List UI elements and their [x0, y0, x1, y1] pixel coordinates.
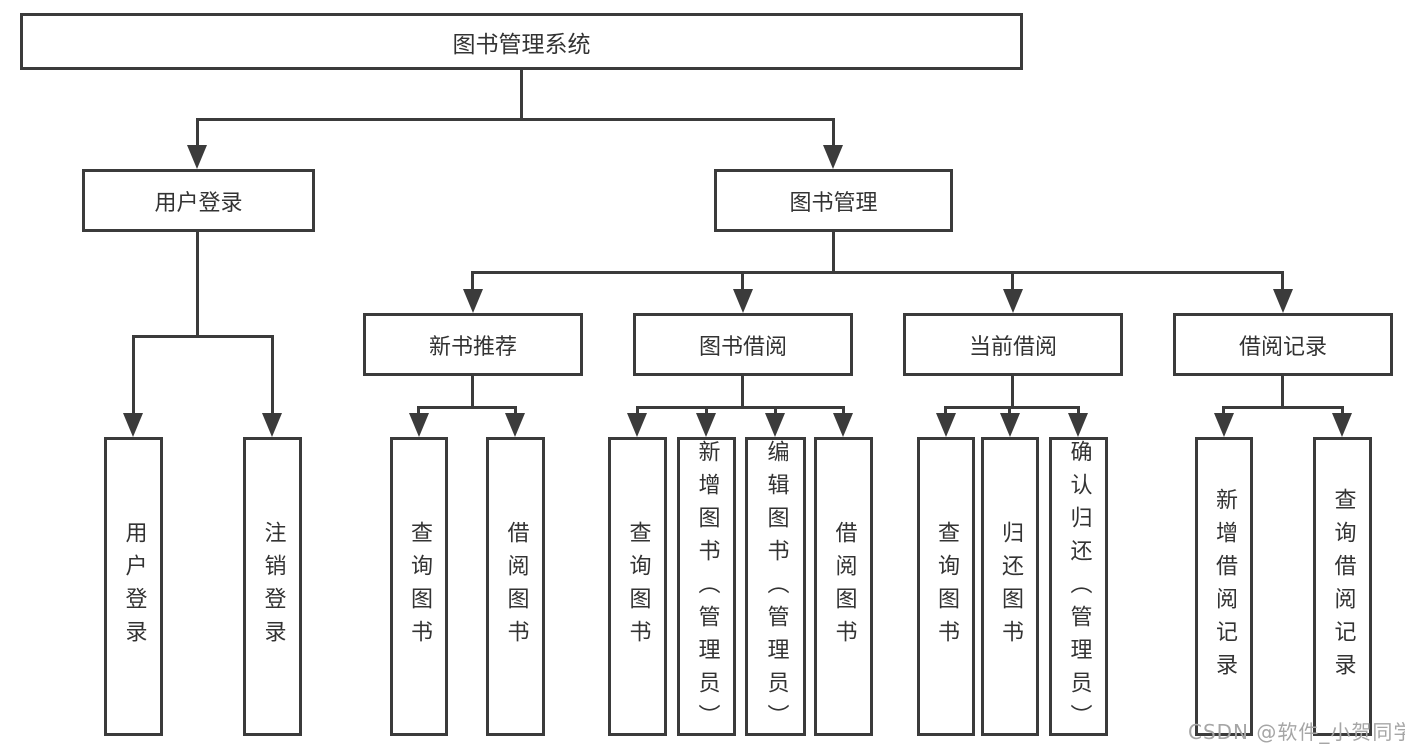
connector-to-new-book: [471, 271, 474, 295]
node-book-management-label: 图书管理: [789, 190, 878, 216]
arrowhead-bb-leaf3: [765, 413, 785, 437]
connector-current-borrow-stem: [1011, 375, 1014, 408]
connector-to-leaf-logout: [271, 335, 274, 419]
connector-bb-leaf1: [636, 406, 639, 419]
leaf-br-add-record-label: 新增借阅记录: [1212, 487, 1237, 686]
connector-to-user-login: [196, 118, 199, 150]
leaf-bb-query-books-label: 查询图书: [625, 520, 651, 653]
arrowhead-book-management: [823, 145, 843, 169]
connector-nb-leaf2: [514, 406, 517, 419]
leaf-cb-query-books: 查询图书: [917, 437, 975, 736]
node-book-management: 图书管理: [714, 169, 953, 232]
arrowhead-user-login: [187, 145, 207, 169]
connector-br-leaf1: [1222, 406, 1225, 419]
connector-new-book-stem: [471, 375, 474, 408]
node-library-system: 图书管理系统: [20, 13, 1023, 70]
leaf-bb-borrow-books: 借阅图书: [814, 437, 873, 736]
connector-to-current-borrow: [1011, 271, 1014, 295]
leaf-bb-edit-books-admin: 编辑图书（管理员）: [745, 437, 806, 737]
arrowhead-book-borrow: [733, 289, 753, 313]
connector-borrow-records-rail: [1222, 406, 1344, 409]
connector-borrow-records-stem: [1281, 375, 1284, 408]
leaf-cb-return-books-label: 归还图书: [998, 520, 1023, 653]
connector-bb-leaf4: [842, 406, 845, 419]
arrowhead-bb-leaf1: [627, 413, 647, 437]
node-user-login: 用户登录: [82, 169, 315, 232]
connector-to-book-borrow: [741, 271, 744, 295]
connector-to-borrow-records: [1281, 271, 1284, 295]
leaf-cb-query-books-label: 查询图书: [934, 520, 959, 653]
leaf-bb-edit-books-admin-label: 编辑图书（管理员）: [763, 440, 789, 737]
connector-new-book-rail: [417, 406, 517, 409]
node-current-borrow-label: 当前借阅: [968, 334, 1057, 360]
connector-user-login-stem: [196, 232, 199, 337]
node-library-system-label: 图书管理系统: [452, 31, 591, 58]
leaf-nb-borrow-books-label: 借阅图书: [503, 520, 529, 653]
arrowhead-leaf-login: [123, 413, 143, 437]
leaf-bb-add-books-admin: 新增图书（管理员）: [677, 437, 736, 737]
arrowhead-new-book: [463, 289, 483, 313]
node-book-borrow: 图书借阅: [633, 313, 853, 376]
connector-root-stem: [520, 69, 523, 120]
leaf-nb-query-books-label: 查询图书: [407, 520, 432, 653]
connector-cb-leaf2: [1008, 406, 1011, 419]
connector-cb-leaf3: [1077, 406, 1080, 419]
leaf-br-query-record-label: 查询借阅记录: [1330, 487, 1356, 686]
arrowhead-cb-leaf1: [936, 413, 956, 437]
arrowhead-bb-leaf2: [696, 413, 716, 437]
arrowhead-borrow-records: [1273, 289, 1293, 313]
connector-book-management-stem: [832, 232, 835, 274]
arrowhead-leaf-logout: [262, 413, 282, 437]
node-borrow-records-label: 借阅记录: [1238, 334, 1327, 360]
node-new-book-recommend: 新书推荐: [363, 313, 583, 376]
leaf-br-add-record: 新增借阅记录: [1195, 437, 1253, 736]
connector-current-borrow-rail: [944, 406, 1080, 409]
arrowhead-current-borrow: [1003, 289, 1023, 313]
leaf-logout: 注销登录: [243, 437, 302, 736]
leaf-logout-label: 注销登录: [260, 520, 286, 653]
connector-book-borrow-stem: [741, 375, 744, 408]
leaf-user-login-label: 用户登录: [121, 520, 147, 653]
connector-book-borrow-rail: [636, 406, 845, 409]
leaf-bb-borrow-books-label: 借阅图书: [831, 520, 857, 653]
connector-to-book-management: [832, 118, 835, 150]
csdn-watermark: CSDN @软件_小贺同学: [1188, 720, 1405, 744]
leaf-cb-return-books: 归还图书: [981, 437, 1039, 736]
connector-to-leaf-login: [132, 335, 135, 419]
connector-cb-leaf1: [944, 406, 947, 419]
arrowhead-br-leaf2: [1332, 413, 1352, 437]
arrowhead-nb-leaf2: [505, 413, 525, 437]
arrowhead-cb-leaf2: [1000, 413, 1020, 437]
node-user-login-label: 用户登录: [154, 190, 243, 216]
leaf-br-query-record: 查询借阅记录: [1313, 437, 1372, 736]
leaf-cb-confirm-return-admin: 确认归还（管理员）: [1049, 437, 1108, 737]
connector-user-login-rail: [132, 335, 274, 338]
leaf-bb-add-books-admin-label: 新增图书（管理员）: [694, 440, 720, 737]
connector-nb-leaf1: [417, 406, 420, 419]
node-current-borrow: 当前借阅: [903, 313, 1123, 376]
connector-root-rail: [196, 118, 835, 121]
node-new-book-recommend-label: 新书推荐: [428, 334, 517, 360]
arrowhead-nb-leaf1: [409, 413, 429, 437]
connector-bb-leaf3: [774, 406, 777, 419]
arrowhead-cb-leaf3: [1068, 413, 1088, 437]
arrowhead-bb-leaf4: [833, 413, 853, 437]
leaf-user-login: 用户登录: [104, 437, 163, 736]
arrowhead-br-leaf1: [1214, 413, 1234, 437]
leaf-nb-query-books: 查询图书: [390, 437, 448, 736]
node-borrow-records: 借阅记录: [1173, 313, 1393, 376]
connector-br-leaf2: [1341, 406, 1344, 419]
leaf-cb-confirm-return-admin-label: 确认归还（管理员）: [1066, 440, 1092, 737]
connector-level3-rail: [472, 271, 1284, 274]
node-book-borrow-label: 图书借阅: [698, 334, 787, 360]
leaf-nb-borrow-books: 借阅图书: [486, 437, 545, 736]
leaf-bb-query-books: 查询图书: [608, 437, 667, 736]
connector-bb-leaf2: [705, 406, 708, 419]
